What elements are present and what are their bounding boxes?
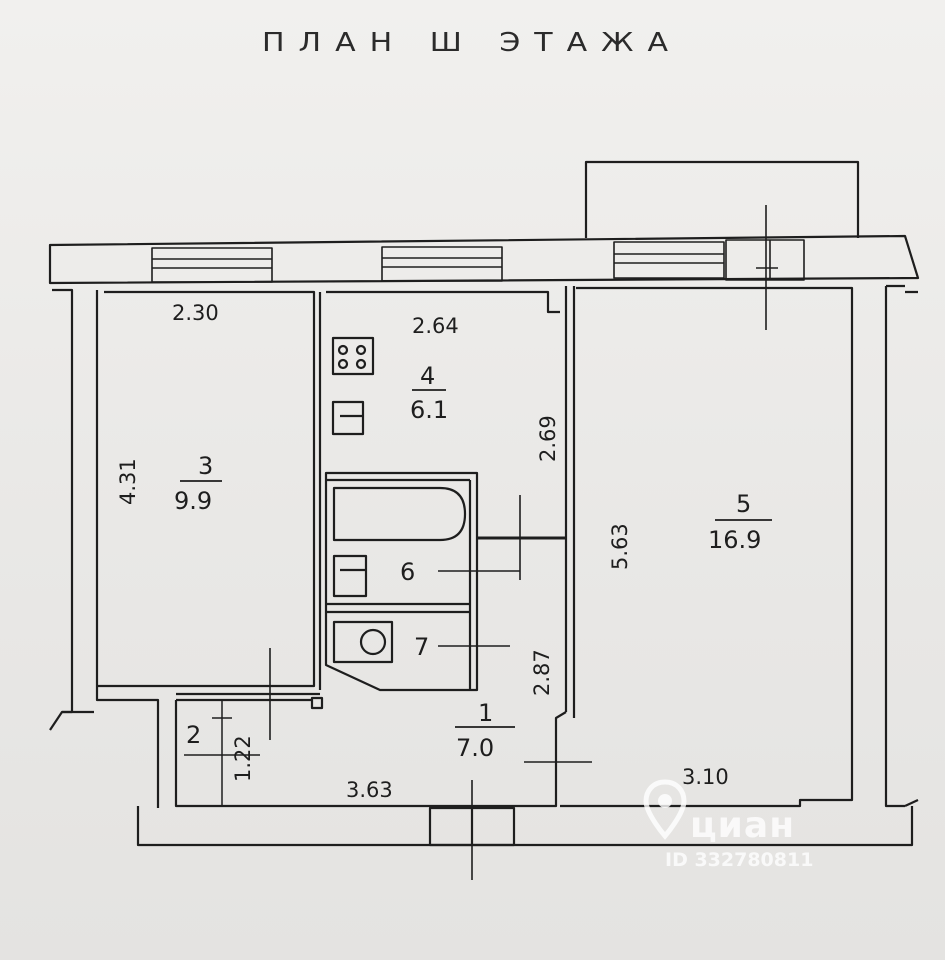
hallway-walls [174,700,567,808]
bathtub [332,486,467,542]
outer-wall-top [48,234,920,285]
kitchen-walls [326,290,560,314]
balcony [584,160,860,238]
room-3-walls [98,290,316,688]
room-3-area: 9.9 [174,487,212,515]
sink-bathroom [332,554,368,598]
room-5-number: 5 [736,490,751,518]
dim-room3-length: 4.31 [116,458,140,505]
room-4-area: 6.1 [410,396,448,424]
room-4-number: 4 [420,362,435,390]
plan-title: ПЛАН Ш ЭТАЖА [262,28,682,58]
room-2-number: 2 [186,721,201,749]
dim-room1-length: 2.87 [530,649,554,696]
dim-room1-width: 3.63 [346,778,393,802]
sink-kitchen [331,400,365,436]
cian-logo-icon [643,779,687,840]
outer-wall-left [49,288,160,808]
room-5-walls [560,286,854,808]
room-1-number: 1 [478,699,493,727]
balcony-door [725,239,805,281]
dim-room4-width: 2.64 [412,314,459,338]
toilet [332,620,394,664]
window-room5 [613,241,725,279]
room-6-number: 6 [400,558,415,586]
dim-room3-width: 2.30 [172,301,219,325]
dim-room5-width: 3.10 [682,765,729,789]
dim-room4-length: 2.69 [536,415,560,462]
watermark-listing-id: ID 332780811 [665,849,814,871]
room-3-number: 3 [198,452,213,480]
room-5-area: 16.9 [708,526,761,554]
bathroom-block [324,471,479,692]
dim-room2-width: 1.22 [231,735,255,782]
outer-wall-bottom [136,806,914,847]
room-7-number: 7 [414,633,429,661]
watermark-brand: циан [690,805,796,846]
room-1-area: 7.0 [456,734,494,762]
section-marks [184,205,778,880]
outer-wall-right [884,284,919,808]
stove [331,336,375,376]
window-kitchen [381,246,503,282]
window-room3 [151,247,273,283]
dim-room5-length: 5.63 [608,523,632,570]
